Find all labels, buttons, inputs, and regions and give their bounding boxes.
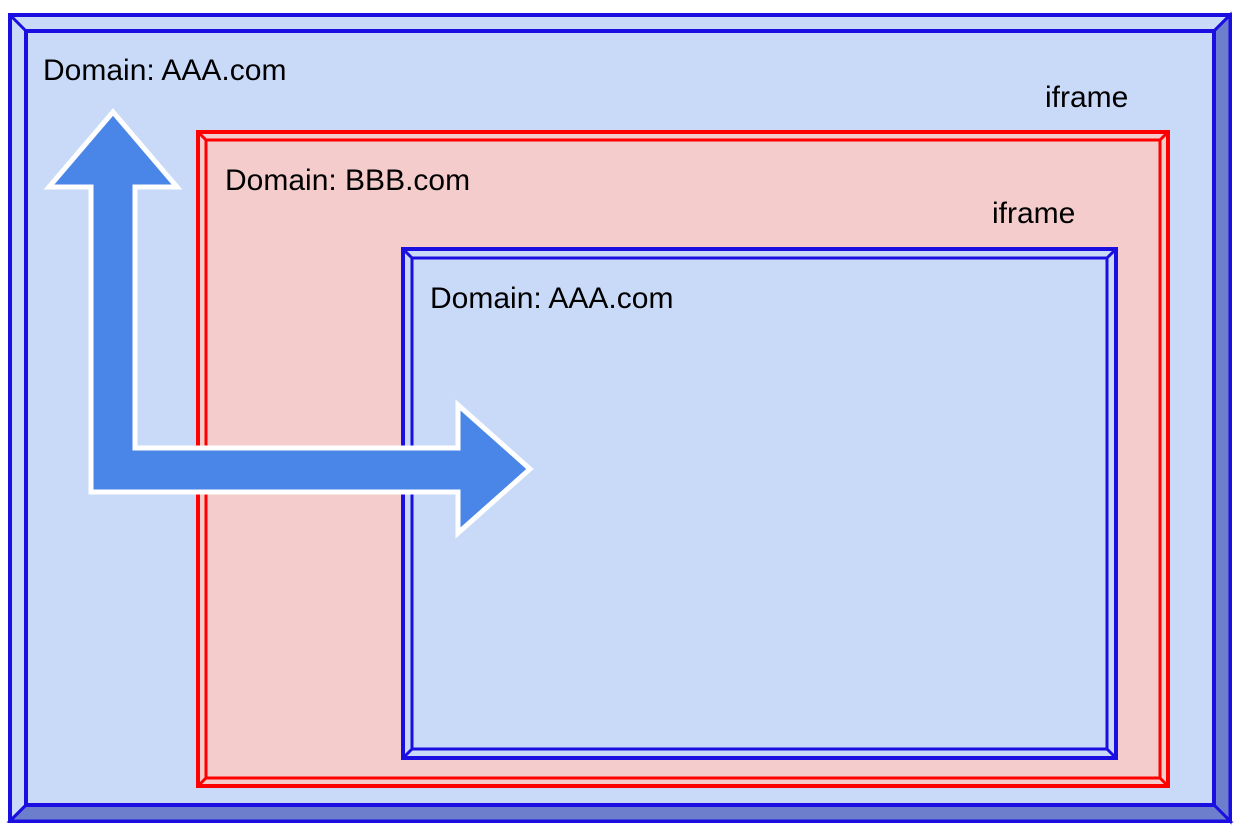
outer-frame-bevel-right	[1212, 11, 1232, 825]
inner-frame-inner-border	[410, 256, 1109, 751]
inner-frame-corner-bl	[401, 747, 414, 760]
outer-frame-corner-tl	[8, 13, 28, 33]
inner-frame-corner-tr	[1105, 247, 1118, 260]
outer-frame-inner-border	[24, 29, 1216, 807]
middle-frame-corner-bl	[196, 776, 208, 788]
outer-frame-bevel-bottom	[6, 803, 1234, 823]
inner-frame-fill	[401, 247, 1118, 760]
outer-frame-domain-label: Domain: AAA.com	[43, 54, 286, 87]
outer-frame-corner-tr	[1212, 13, 1232, 33]
inner-frame: Domain: AAA.com	[401, 247, 1118, 760]
inner-frame-corner-tl	[401, 247, 414, 260]
middle-frame-domain-label: Domain: BBB.com	[225, 164, 470, 197]
outer-frame-iframe-label: iframe	[1045, 81, 1128, 114]
middle-frame-corner-br	[1158, 776, 1170, 788]
middle-frame-corner-tl	[196, 130, 208, 142]
bent-arrow-icon	[43, 108, 534, 539]
inner-frame-domain-label: Domain: AAA.com	[430, 282, 673, 315]
outer-frame-corner-bl	[8, 803, 28, 823]
middle-frame-corner-tr	[1158, 130, 1170, 142]
middle-frame-iframe-label: iframe	[992, 197, 1075, 230]
inner-frame-corner-br	[1105, 747, 1118, 760]
